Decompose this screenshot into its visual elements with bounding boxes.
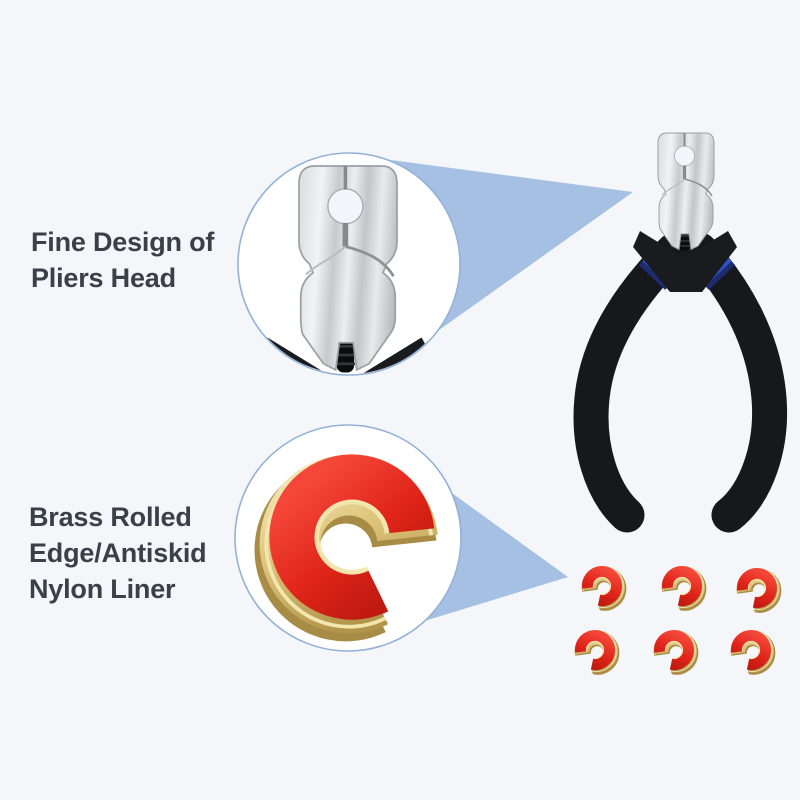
pliers-handle-left xyxy=(573,232,692,533)
callout-line: Brass Rolled xyxy=(29,502,192,532)
callout-label-brass-liner: Brass Rolled Edge/Antiskid Nylon Liner xyxy=(29,499,207,607)
end-cap-set xyxy=(574,565,781,674)
end-cap-2 xyxy=(661,565,706,610)
pliers xyxy=(573,131,788,533)
end-cap-1 xyxy=(581,565,626,610)
callout-line: Nylon Liner xyxy=(29,574,176,604)
callout-line: Pliers Head xyxy=(31,263,176,293)
end-cap-3 xyxy=(736,567,781,612)
end-cap-6 xyxy=(730,629,775,674)
callout-label-pliers-head: Fine Design of Pliers Head xyxy=(31,224,214,296)
end-cap-4 xyxy=(574,629,619,674)
pliers-handle-right xyxy=(682,232,788,533)
callout-line: Fine Design of xyxy=(31,227,215,257)
callout-line: Edge/Antiskid xyxy=(29,538,207,568)
end-cap-5 xyxy=(653,629,698,674)
